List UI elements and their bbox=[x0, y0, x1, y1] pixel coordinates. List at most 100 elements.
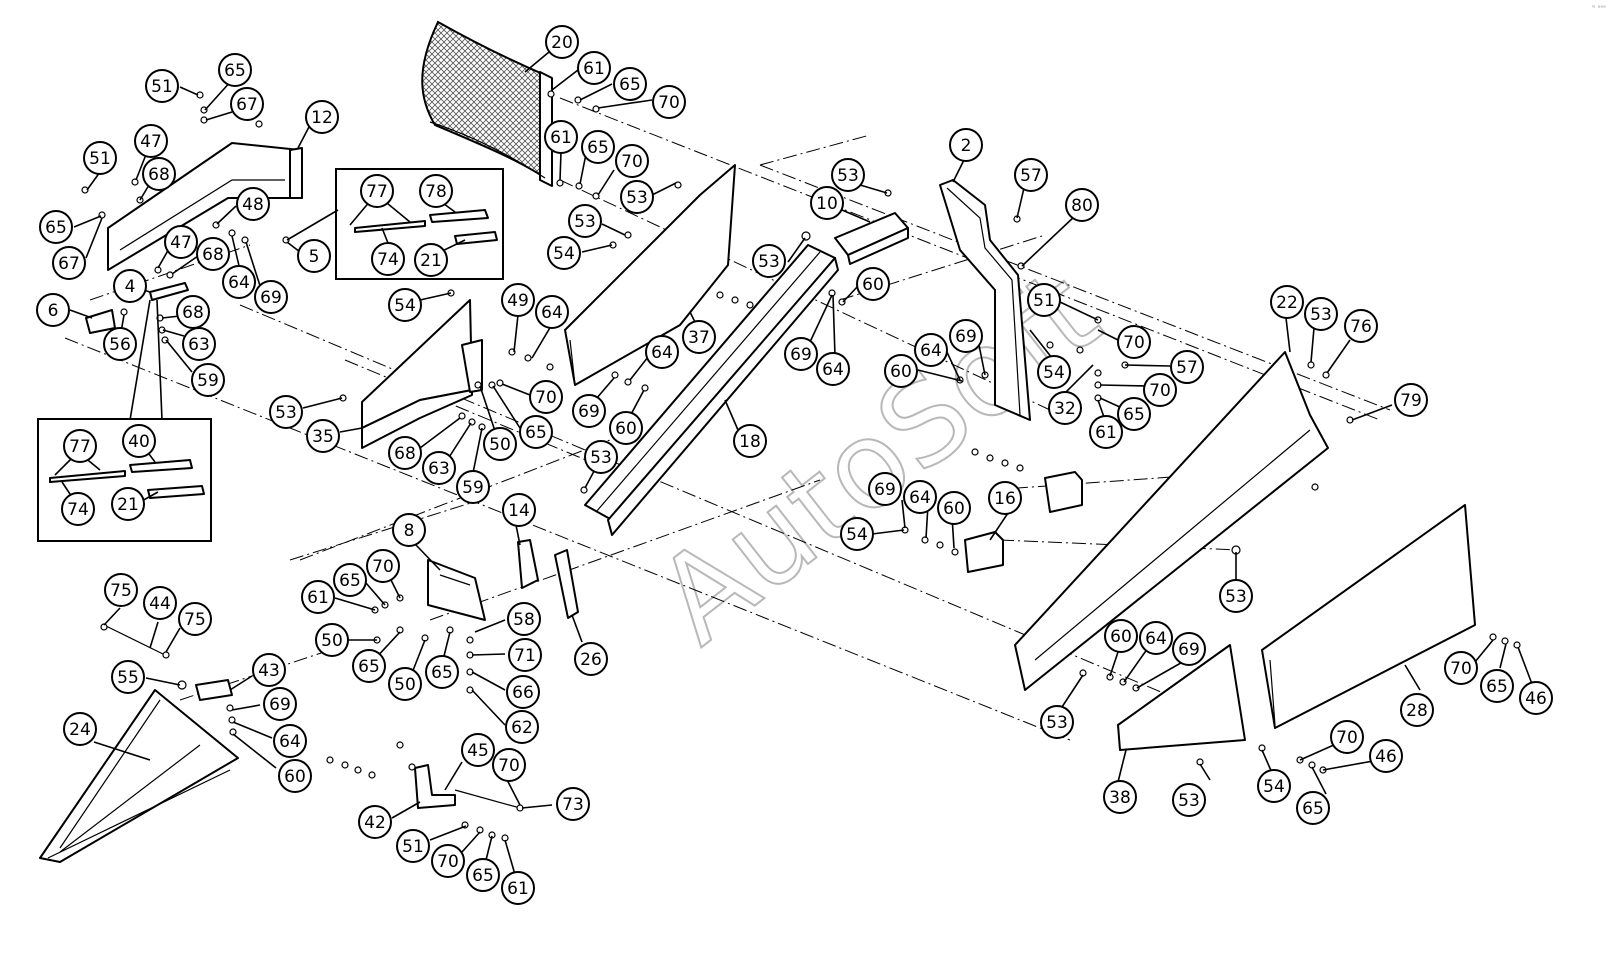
callout-70: 70 bbox=[1117, 325, 1151, 359]
callout-circle bbox=[502, 493, 536, 527]
callout-64: 64 bbox=[645, 335, 679, 369]
callout-number: 75 bbox=[110, 581, 132, 601]
callout-number: 46 bbox=[1525, 689, 1547, 709]
callout-44: 44 bbox=[143, 586, 177, 620]
callout-70: 70 bbox=[1143, 373, 1177, 407]
callout-circle bbox=[61, 492, 95, 526]
callout-circle bbox=[111, 660, 145, 694]
callout-circle bbox=[1048, 391, 1082, 425]
callout-circle bbox=[613, 67, 647, 101]
callout-number: 70 bbox=[437, 852, 459, 872]
callout-circle bbox=[620, 180, 654, 214]
callout-71: 71 bbox=[508, 638, 542, 672]
callout-circle bbox=[572, 394, 606, 428]
callout-50: 50 bbox=[483, 427, 517, 461]
callout-circle bbox=[263, 687, 297, 721]
callout-circle bbox=[39, 210, 73, 244]
callout-54: 54 bbox=[840, 517, 874, 551]
callout-65: 65 bbox=[613, 67, 647, 101]
callout-circle bbox=[104, 573, 138, 607]
callout-60: 60 bbox=[856, 267, 890, 301]
callout-10: 10 bbox=[810, 186, 844, 220]
callout-number: 64 bbox=[541, 303, 563, 323]
callout-circle bbox=[501, 871, 535, 905]
callout-number: 65 bbox=[431, 663, 453, 683]
callout-79: 79 bbox=[1394, 383, 1428, 417]
callout-number: 54 bbox=[1043, 363, 1065, 383]
callout-60: 60 bbox=[609, 411, 643, 445]
callout-circle bbox=[1027, 283, 1061, 317]
callout-circle bbox=[1219, 579, 1253, 613]
callout-circle bbox=[191, 363, 225, 397]
callout-number: 64 bbox=[228, 273, 250, 293]
callout-number: 5 bbox=[309, 247, 320, 267]
callout-number: 70 bbox=[658, 93, 680, 113]
callout-61: 61 bbox=[501, 871, 535, 905]
callout-70: 70 bbox=[529, 380, 563, 414]
callout-46: 46 bbox=[1369, 739, 1403, 773]
part-12-top-cover bbox=[107, 142, 303, 271]
callout-number: 67 bbox=[58, 254, 80, 274]
callout-number: 63 bbox=[428, 459, 450, 479]
callout-number: 65 bbox=[1123, 405, 1145, 425]
callout-6: 6 bbox=[36, 293, 70, 327]
callout-circle bbox=[1089, 415, 1123, 449]
callout-24: 24 bbox=[63, 712, 97, 746]
callout-number: 35 bbox=[312, 427, 334, 447]
callout-51: 51 bbox=[83, 141, 117, 175]
callout-number: 10 bbox=[816, 194, 838, 214]
callout-circle bbox=[1014, 158, 1048, 192]
callout-circle bbox=[1065, 188, 1099, 222]
callout-22: 22 bbox=[1270, 285, 1304, 319]
callout-number: 60 bbox=[615, 419, 637, 439]
callout-35: 35 bbox=[306, 419, 340, 453]
callout-circle bbox=[254, 280, 288, 314]
callout-56: 56 bbox=[103, 327, 137, 361]
callout-number: 61 bbox=[507, 879, 529, 899]
callout-number: 70 bbox=[535, 388, 557, 408]
callout-70: 70 bbox=[652, 85, 686, 119]
callout-54: 54 bbox=[1037, 355, 1071, 389]
callout-number: 51 bbox=[89, 149, 111, 169]
callout-64: 64 bbox=[222, 265, 256, 299]
callout-70: 70 bbox=[366, 549, 400, 583]
callout-circle bbox=[113, 269, 147, 303]
callout-circle bbox=[305, 100, 339, 134]
callout-circle bbox=[333, 563, 367, 597]
callout-circle bbox=[388, 667, 422, 701]
callout-number: 69 bbox=[578, 402, 600, 422]
callout-74: 74 bbox=[61, 492, 95, 526]
callout-circle bbox=[568, 204, 602, 238]
callout-2: 2 bbox=[949, 128, 983, 162]
callout-number: 70 bbox=[1149, 381, 1171, 401]
callout-circle bbox=[388, 436, 422, 470]
callout-number: 71 bbox=[514, 646, 536, 666]
callout-number: 65 bbox=[525, 423, 547, 443]
callout-number: 56 bbox=[109, 335, 131, 355]
callout-circle bbox=[419, 174, 453, 208]
callout-18: 18 bbox=[733, 424, 767, 458]
callout-number: 48 bbox=[242, 195, 264, 215]
part-35-side-panel bbox=[361, 299, 483, 449]
callout-65: 65 bbox=[39, 210, 73, 244]
callout-number: 64 bbox=[651, 343, 673, 363]
callout-circle bbox=[483, 427, 517, 461]
callout-number: 77 bbox=[366, 182, 388, 202]
callout-circle bbox=[301, 580, 335, 614]
callout-number: 65 bbox=[224, 61, 246, 81]
callout-number: 50 bbox=[394, 675, 416, 695]
callout-number: 28 bbox=[1406, 701, 1428, 721]
callout-circle bbox=[1369, 739, 1403, 773]
callout-circle bbox=[1444, 651, 1478, 685]
callout-circle bbox=[1117, 397, 1151, 431]
callout-circle bbox=[164, 225, 198, 259]
callout-number: 62 bbox=[511, 718, 533, 738]
callout-circle bbox=[269, 395, 303, 429]
callout-number: 57 bbox=[1020, 166, 1042, 186]
callout-circle bbox=[388, 288, 422, 322]
callout-21: 21 bbox=[414, 243, 448, 277]
part-37-panel bbox=[564, 164, 736, 386]
callout-number: 58 bbox=[513, 610, 535, 630]
callout-circle bbox=[178, 602, 212, 636]
